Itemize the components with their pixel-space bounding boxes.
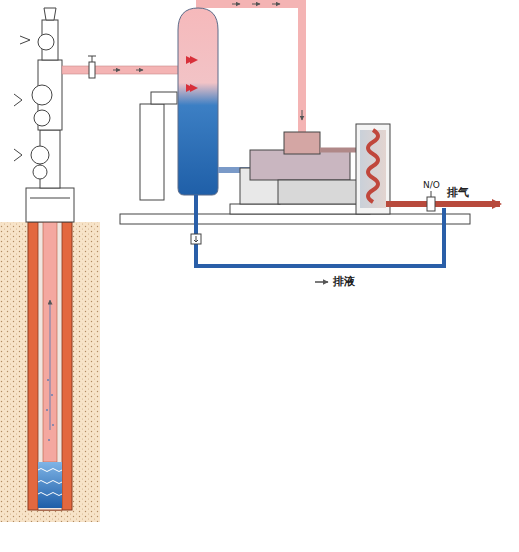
christmas-tree xyxy=(14,8,62,188)
drain-line xyxy=(196,195,444,266)
exhaust-valve xyxy=(427,191,435,211)
water-waves xyxy=(38,469,62,496)
wellhead-line xyxy=(30,198,70,199)
flow-label: 排液 xyxy=(333,276,355,287)
cooler-frame xyxy=(356,124,390,214)
drain-valve xyxy=(191,234,201,244)
ground xyxy=(0,222,100,522)
panel-top xyxy=(151,92,177,104)
skid-base xyxy=(120,214,470,224)
flow-label: 排气 xyxy=(447,187,469,198)
separator-arrows xyxy=(186,56,198,92)
exhaust-line xyxy=(386,201,500,207)
control-panel xyxy=(140,104,164,200)
compressor-engine xyxy=(240,132,360,204)
cooler-coil xyxy=(368,130,378,202)
exhaust-arrow xyxy=(492,199,502,209)
well-casing xyxy=(28,222,72,510)
cooler-core xyxy=(360,130,386,208)
gas-arrows xyxy=(232,4,302,120)
well-liquid xyxy=(38,462,62,508)
drain-direction-arrow xyxy=(315,281,328,282)
gas-flow-arrow xyxy=(50,300,51,430)
flow-line xyxy=(62,66,180,74)
flow-arrows xyxy=(113,70,143,71)
wellhead-base xyxy=(26,188,74,222)
gas-bubbles xyxy=(46,379,54,441)
casing-bore xyxy=(38,222,62,510)
separator-vessel xyxy=(178,8,218,195)
valve-label: N/O xyxy=(423,181,440,190)
engine-mount xyxy=(230,204,370,214)
drain-valve-mark xyxy=(194,236,198,242)
tubing xyxy=(43,222,57,462)
flow-valve xyxy=(88,56,96,78)
